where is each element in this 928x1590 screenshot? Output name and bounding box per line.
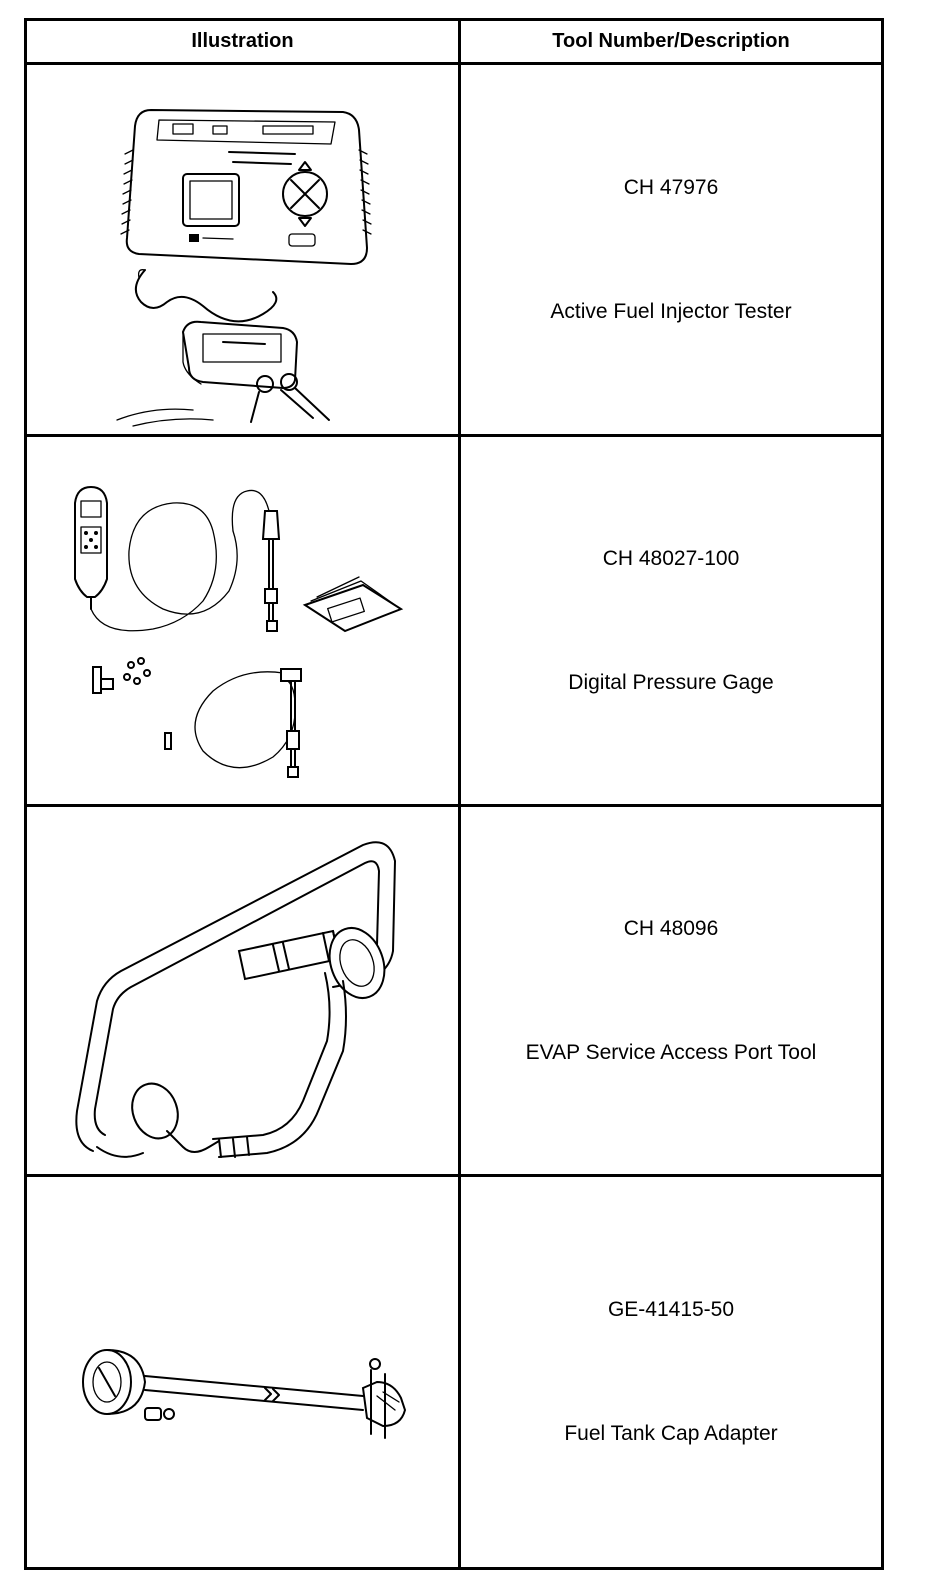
description-cell-4: GE-41415-50 Fuel Tank Cap Adapter [461,1177,881,1567]
tool-table: Illustration Tool Number/Description [24,18,884,1570]
digital-pressure-gage-illustration [73,485,403,778]
tool-number: CH 48027-100 [602,546,740,570]
evap-access-port-tool-illustration [74,840,396,1158]
tool-number: CH 47976 [623,175,719,199]
illustration-cell-3 [27,807,461,1177]
tool-number: GE-41415-50 [607,1298,735,1321]
tool-description: Digital Pressure Gage [568,670,774,694]
illustration-cell-4 [27,1177,461,1567]
description-cell-1: CH 47976 Active Fuel Injector Tester [461,65,881,437]
header-illustration: Illustration [27,21,461,65]
tool-description: EVAP Service Access Port Tool [525,1040,817,1064]
tool-description: Active Fuel Injector Tester [550,299,792,323]
description-cell-2: CH 48027-100 Digital Pressure Gage [461,437,881,807]
illustration-cell-2 [27,437,461,807]
description-cell-3: CH 48096 EVAP Service Access Port Tool [461,807,881,1177]
fuel-injector-tester-illustration [115,108,372,427]
fuel-tank-cap-adapter-illustration [81,1349,406,1439]
header-tool-description: Tool Number/Description [461,21,881,65]
tool-description: Fuel Tank Cap Adapter [564,1422,778,1445]
illustration-cell-1 [27,65,461,437]
tool-number: CH 48096 [623,916,719,940]
